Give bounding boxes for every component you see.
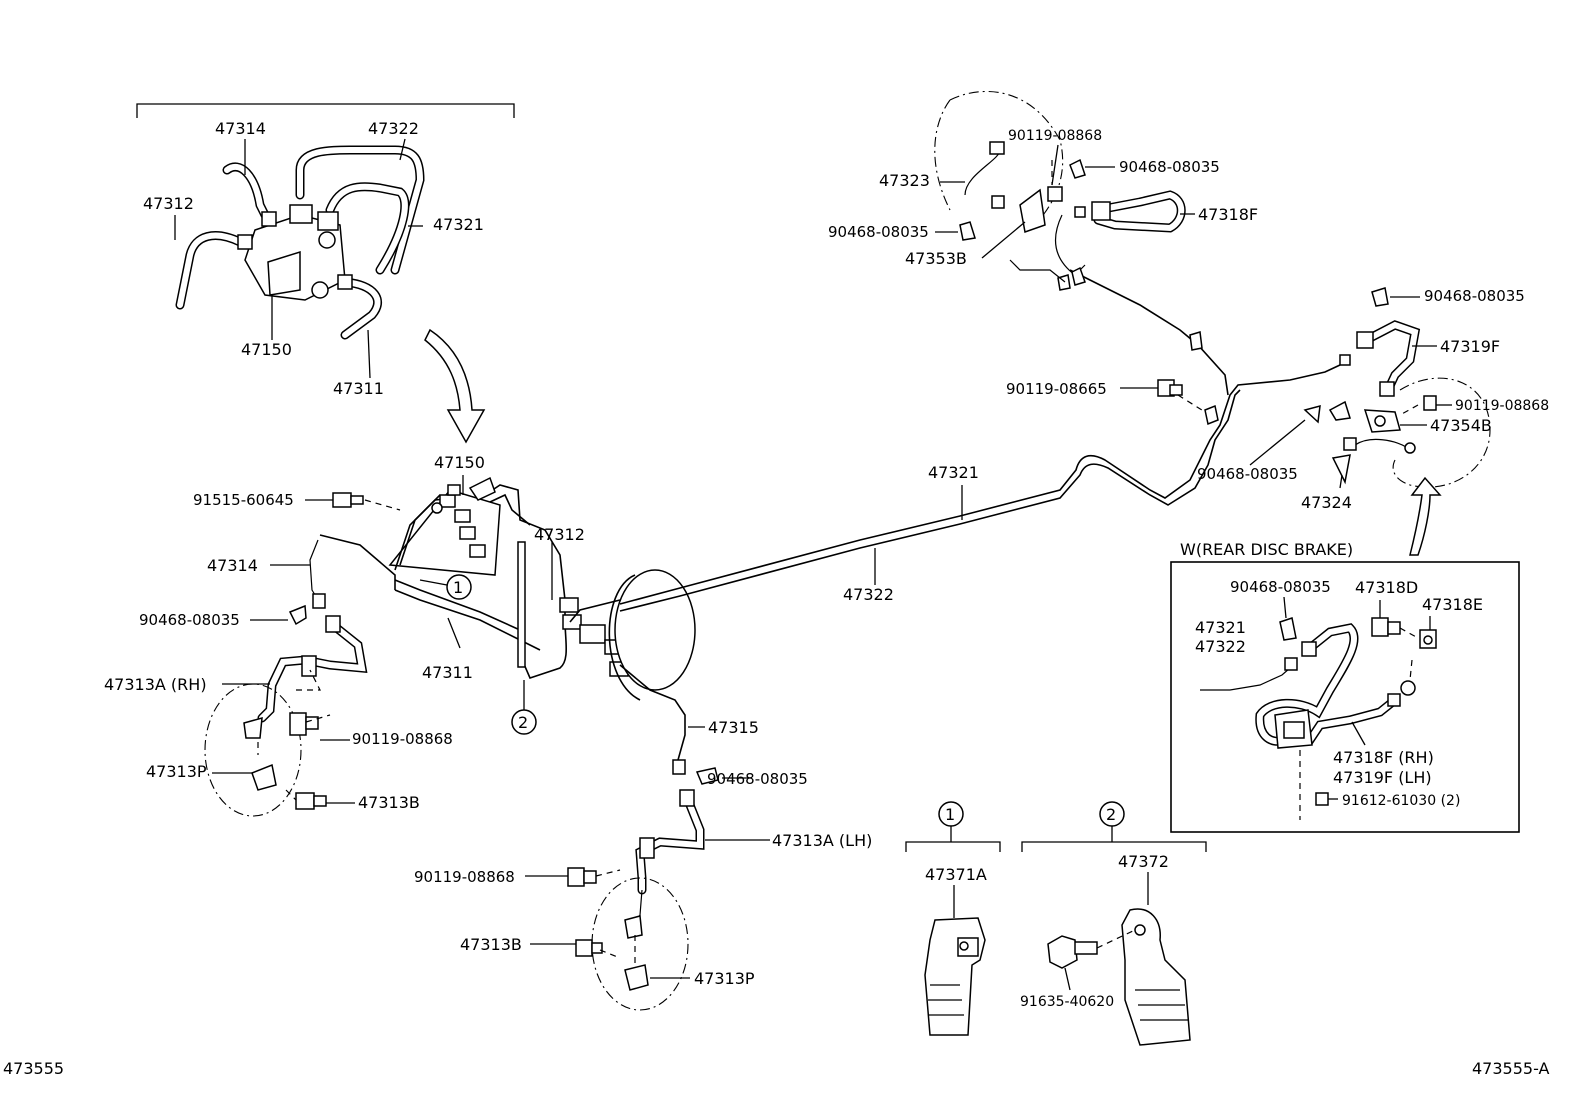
clamp-47372 (1021, 801, 1207, 1046)
label-47150-mid: 47150 (434, 453, 485, 472)
label-47322-line: 47322 (843, 585, 894, 604)
label-47318D: 47318D (1355, 578, 1418, 597)
label-47372: 47372 (1118, 852, 1169, 871)
label-90468-08035-left: 90468-08035 (139, 611, 240, 629)
label-47150-top: 47150 (241, 340, 292, 359)
label-47321-top: 47321 (433, 215, 484, 234)
label-47319F-LH: 47319F (LH) (1333, 768, 1432, 787)
callout-2: 2 (518, 713, 528, 732)
label-47321-line: 47321 (928, 463, 979, 482)
rear-rh-brake (934, 91, 1186, 286)
label-90468-08035-box: 90468-08035 (1230, 578, 1331, 596)
valve-assembly-detail (136, 103, 515, 379)
label-47313P-low: 47313P (694, 969, 755, 988)
label-47313A-LH: 47313A (LH) (772, 831, 872, 850)
label-91515-60645: 91515-60645 (193, 491, 294, 509)
label-47312-top: 47312 (143, 194, 194, 213)
front-lh-brake (567, 767, 719, 1011)
label-47311-top: 47311 (333, 379, 384, 398)
label-90119-08868-low: 90119-08868 (414, 868, 515, 886)
label-90468-08035-tr-b: 90468-08035 (828, 223, 929, 241)
label-47321-box: 47321 (1195, 618, 1246, 637)
label-47318F: 47318F (1198, 205, 1258, 224)
footer-code-right: 473555-A (1472, 1059, 1550, 1078)
label-90468-08035-tr-d: 90468-08035 (1197, 465, 1298, 483)
main-brake-lines (619, 269, 1341, 612)
label-90468-08035-tr-a: 90468-08035 (1119, 158, 1220, 176)
label-90468-08035-mid: 90468-08035 (707, 770, 808, 788)
label-47312-mid: 47312 (534, 525, 585, 544)
label-47315: 47315 (708, 718, 759, 737)
label-90119-08868-tr-c: 90119-08868 (1455, 398, 1549, 414)
label-47313B-left: 47313B (358, 793, 420, 812)
front-rh-brake (204, 534, 396, 817)
callout-1: 1 (453, 578, 463, 597)
label-47314-mid: 47314 (207, 556, 258, 575)
label-47318F-RH: 47318F (RH) (1333, 748, 1434, 767)
footer-code-left: 473555 (3, 1059, 64, 1078)
label-47354B: 47354B (1430, 416, 1492, 435)
clamp-47371A (905, 801, 1001, 1036)
label-47322-top: 47322 (368, 119, 419, 138)
label-47313P-left: 47313P (146, 762, 207, 781)
label-91612-61030: 91612-61030 (2) (1342, 793, 1460, 809)
pointer-arrow (424, 328, 486, 444)
rear-disc-brake-inset (1170, 561, 1520, 833)
label-90119-08868-left: 90119-08868 (352, 730, 453, 748)
label-47313A-RH: 47313A (RH) (104, 675, 207, 694)
label-90119-08868-tr: 90119-08868 (1008, 128, 1102, 144)
inset-title: W(REAR DISC BRAKE) (1180, 540, 1353, 559)
clamp2-number: 2 (1106, 805, 1116, 824)
clamp1-number: 1 (945, 805, 955, 824)
label-90119-08665: 90119-08665 (1006, 380, 1107, 398)
bolt-91515-60645 (332, 492, 364, 508)
label-47371A: 47371A (925, 865, 987, 884)
label-47324: 47324 (1301, 493, 1352, 512)
label-47313B-low: 47313B (460, 935, 522, 954)
label-47323: 47323 (879, 171, 930, 190)
label-90468-08035-tr-c: 90468-08035 (1424, 287, 1525, 305)
label-47314-top: 47314 (215, 119, 266, 138)
label-47353B: 47353B (905, 249, 967, 268)
label-47322-box: 47322 (1195, 637, 1246, 656)
label-47319F: 47319F (1440, 337, 1500, 356)
label-91635-40620: 91635-40620 (1020, 994, 1114, 1010)
label-47311-mid: 47311 (422, 663, 473, 682)
label-47318E: 47318E (1422, 595, 1483, 614)
